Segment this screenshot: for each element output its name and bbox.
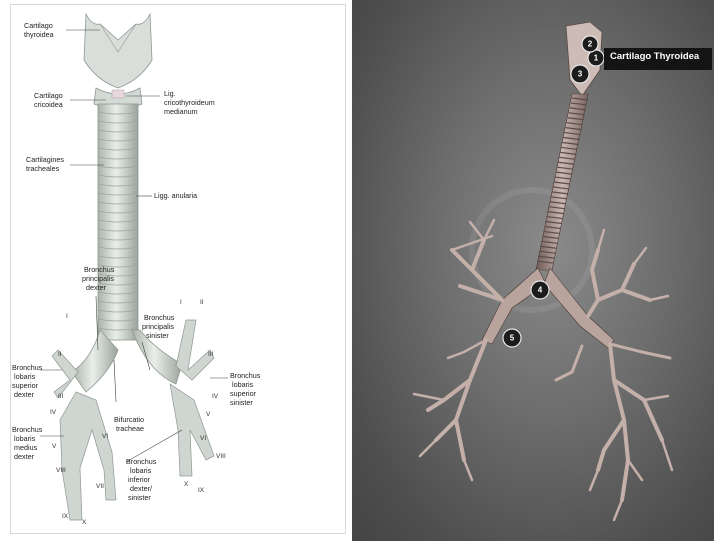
svg-text:1: 1 bbox=[594, 54, 599, 63]
marker-4[interactable]: 4 bbox=[531, 281, 549, 299]
svg-text:2: 2 bbox=[588, 40, 593, 49]
svg-text:3: 3 bbox=[578, 70, 583, 79]
marker-2[interactable]: 2 bbox=[582, 36, 598, 52]
bronchial-tree-3d-model[interactable]: 1 2 3 4 5 bbox=[352, 0, 714, 541]
diagram-frame bbox=[10, 4, 346, 534]
svg-text:4: 4 bbox=[538, 286, 543, 295]
marker-5[interactable]: 5 bbox=[503, 329, 521, 347]
trachea-3d-tube bbox=[536, 94, 588, 270]
svg-text:5: 5 bbox=[510, 334, 515, 343]
right-3d-viewer[interactable]: 1 2 3 4 5 bbox=[352, 0, 714, 541]
marker-3[interactable]: 3 bbox=[571, 65, 589, 83]
tooltip-label: Cartilago Thyroidea bbox=[610, 51, 699, 62]
